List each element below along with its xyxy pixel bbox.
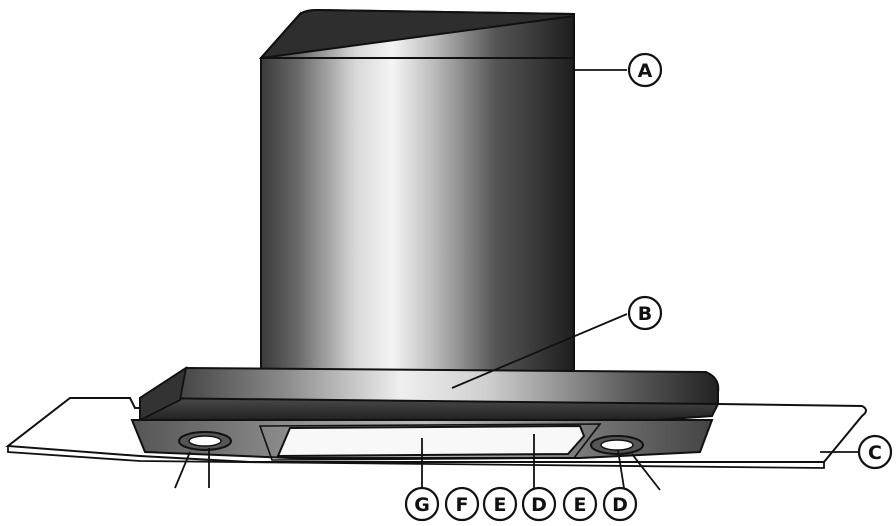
callout-bottom-row: G F E D E D (404, 486, 638, 522)
callout-bottom-2: F (444, 486, 480, 522)
hood-body-top (139, 366, 720, 405)
control-panel-frame (258, 423, 602, 461)
leader-e (631, 453, 661, 491)
callout-bottom-4: D (521, 486, 557, 522)
callout-bottom-5-label: E (574, 494, 587, 516)
callout-a: A (627, 52, 663, 88)
hood-front-left-cap (139, 366, 188, 422)
callout-bottom-5: E (562, 486, 598, 522)
callout-bottom-1-label: G (414, 494, 430, 516)
callout-bottom-6-label: D (612, 494, 628, 516)
callout-c-label: C (868, 442, 882, 464)
glass-canopy-edge (7, 446, 825, 469)
light-left-inner (188, 435, 222, 447)
chimney-front-face (260, 57, 575, 373)
leader-left-1 (174, 451, 191, 489)
callout-a-label: A (638, 60, 653, 82)
callout-c: C (857, 434, 893, 470)
callout-bottom-3: E (482, 486, 518, 522)
callout-bottom-6: D (602, 486, 638, 522)
callout-bottom-3-label: E (494, 494, 507, 516)
callout-b-label: B (638, 303, 652, 325)
control-panel (276, 424, 586, 458)
leader-d2 (617, 449, 625, 489)
callout-b: B (627, 295, 663, 331)
callout-bottom-4-label: D (531, 494, 547, 516)
callout-bottom-2-label: F (456, 494, 469, 516)
light-right-inner (600, 439, 634, 451)
callout-bottom-1: G (404, 486, 440, 522)
leader-b (451, 313, 628, 389)
chimney-top-edge (260, 8, 575, 59)
